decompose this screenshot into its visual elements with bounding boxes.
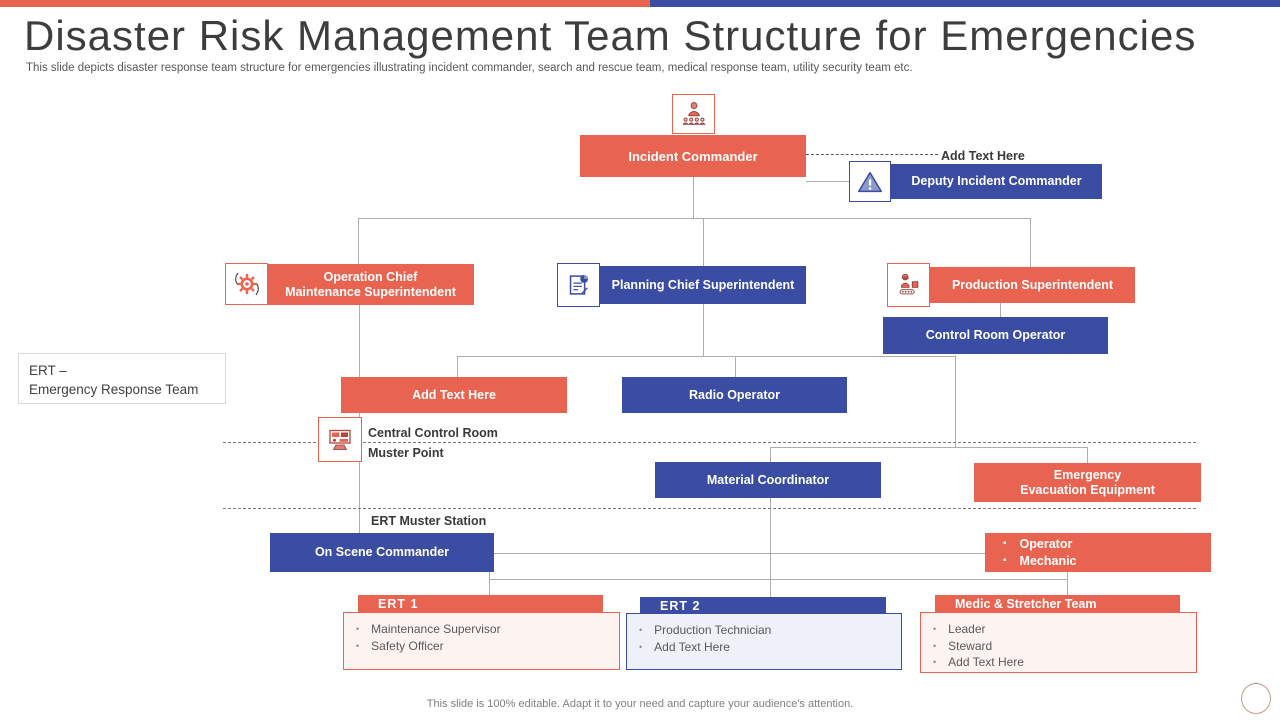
connector-line	[735, 356, 736, 377]
bullet-item: ▪Operator	[1003, 537, 1073, 551]
central-control-room-icon-box	[318, 417, 362, 462]
dashed-connector	[806, 154, 938, 155]
control-room-icon	[329, 429, 351, 450]
warning-triangle-icon	[858, 171, 882, 192]
connector-line	[693, 177, 694, 218]
bullet-icon: •	[933, 640, 937, 651]
connector-line	[457, 356, 955, 357]
connector-line	[703, 304, 704, 356]
top-accent-bar-right	[650, 0, 1280, 7]
add-text-here-label: Add Text Here	[941, 149, 1025, 163]
connector-line	[1087, 447, 1088, 463]
ert2-card-body: •Production Technician •Add Text Here	[626, 613, 902, 670]
ert-legend-note: ERT – Emergency Response Team	[18, 353, 226, 404]
bullet-icon: ▪	[1003, 538, 1007, 549]
node-on-scene-commander: On Scene Commander	[270, 533, 494, 572]
list-item: •Add Text Here	[639, 639, 730, 654]
list-item: •Production Technician	[639, 623, 772, 637]
connector-line	[770, 447, 771, 462]
node-radio-operator: Radio Operator	[622, 377, 847, 413]
connector-line	[1030, 218, 1031, 267]
list-item: •Add Text Here	[933, 655, 1024, 669]
worker-machine-icon	[899, 273, 918, 295]
list-item: •Maintenance Supervisor	[356, 622, 501, 636]
clipboard-chart-icon	[569, 274, 588, 295]
ert-muster-station-label: ERT Muster Station	[371, 514, 487, 528]
connector-line	[1067, 560, 1068, 595]
bullet-icon: •	[933, 657, 937, 667]
connector-line	[489, 560, 490, 595]
incident-commander-icon-box	[672, 94, 715, 134]
connector-line	[955, 355, 956, 447]
node-production-superintendent: Production Superintendent	[930, 267, 1135, 303]
node-incident-commander: Incident Commander	[580, 135, 806, 177]
bullet-icon: •	[639, 641, 643, 652]
bullet-icon: •	[639, 625, 643, 635]
medic-card-title: Medic & Stretcher Team	[935, 595, 1180, 613]
deputy-icon-box	[849, 161, 891, 202]
bullet-icon: •	[933, 624, 937, 634]
central-control-room-label: Central Control Room Muster Point	[368, 426, 498, 460]
connector-line	[770, 498, 771, 597]
node-add-text-here: Add Text Here	[341, 377, 567, 413]
connector-line	[703, 218, 704, 266]
page-subtitle: This slide depicts disaster response tea…	[26, 62, 913, 74]
bullet-icon: •	[356, 640, 360, 651]
connector-line	[358, 218, 1030, 219]
connector-line	[457, 356, 458, 377]
list-item: •Leader	[933, 622, 986, 636]
bullet-item: ▪Mechanic	[1003, 554, 1077, 568]
connector-line	[1000, 303, 1001, 317]
top-accent-bar-left	[0, 0, 650, 7]
footer-note: This slide is 100% editable. Adapt it to…	[426, 698, 854, 710]
list-item: •Safety Officer	[356, 638, 444, 653]
node-planning-chief: Planning Chief Superintendent	[600, 266, 806, 304]
page-title: Disaster Risk Management Team Structure …	[24, 12, 1197, 59]
connector-line	[770, 447, 1087, 448]
node-emergency-evacuation-equipment: Emergency Evacuation Equipment	[974, 463, 1201, 502]
gear-icon	[234, 272, 259, 296]
ert1-card-title: ERT 1	[358, 595, 603, 613]
node-control-room-operator: Control Room Operator	[883, 317, 1108, 354]
connector-line	[358, 218, 359, 264]
ert-muster-dashed-line	[223, 508, 1196, 509]
node-operator-mechanic: ▪Operator ▪Mechanic	[985, 533, 1211, 572]
production-icon-box	[887, 263, 930, 307]
ert2-card-title: ERT 2	[640, 597, 886, 614]
connector-line	[806, 181, 849, 182]
people-group-icon	[681, 102, 706, 125]
connector-line	[494, 553, 985, 554]
operation-chief-icon-box	[225, 263, 268, 305]
node-deputy-incident-commander: Deputy Incident Commander	[891, 164, 1102, 199]
medic-card-body: •Leader •Steward •Add Text Here	[920, 612, 1197, 673]
bullet-icon: •	[356, 624, 360, 634]
bullet-icon: ▪	[1003, 555, 1007, 566]
ert1-card-body: •Maintenance Supervisor •Safety Officer	[343, 612, 620, 670]
connector-line	[489, 579, 1067, 580]
planning-chief-icon-box	[557, 263, 600, 307]
node-operation-chief: Operation Chief Maintenance Superintende…	[267, 264, 474, 305]
list-item: •Steward	[933, 638, 993, 653]
node-material-coordinator: Material Coordinator	[655, 462, 881, 498]
muster-point-dashed-line	[223, 442, 1196, 443]
corner-circle-decoration	[1241, 683, 1271, 714]
